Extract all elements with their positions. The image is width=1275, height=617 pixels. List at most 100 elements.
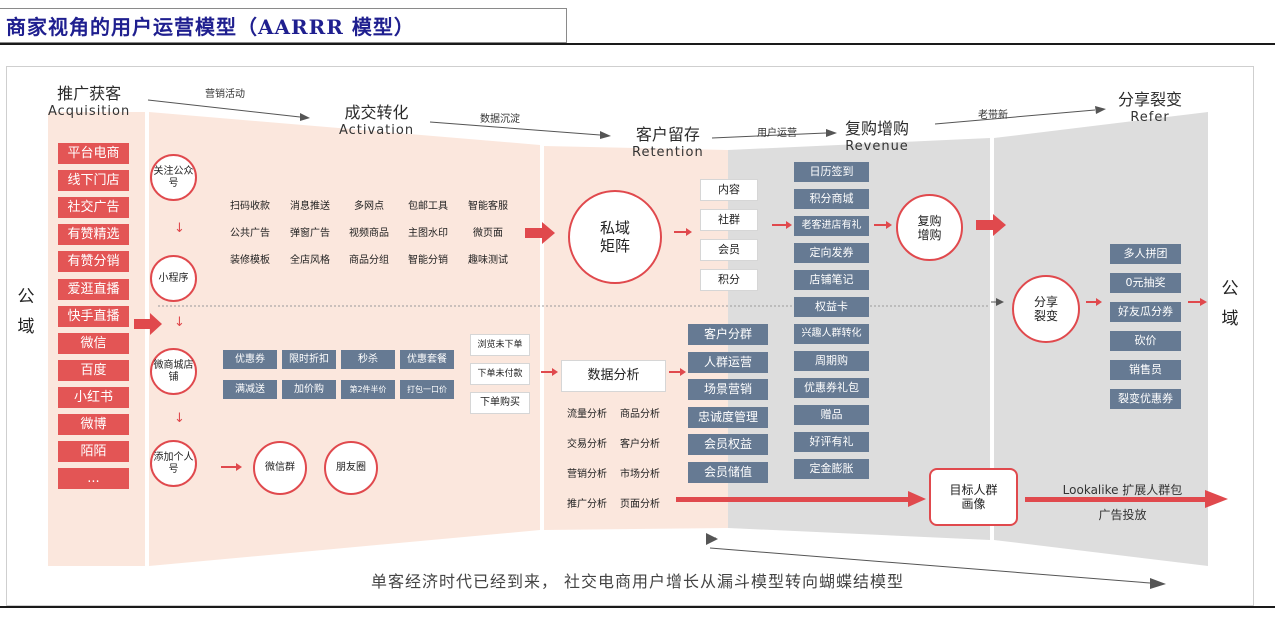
tool-item: 消息推送 (290, 201, 330, 212)
share-fission-circle: 分享裂变 (1012, 275, 1080, 343)
channel-item: 快手直播 (58, 305, 129, 327)
channel-item: 线下门店 (58, 170, 129, 192)
order-state-browse: 浏览未下单 (470, 334, 530, 356)
analysis-item: 商品分析 (620, 409, 660, 420)
channel-item: 社交广告 (58, 197, 129, 219)
stage-acquisition-zh: 推广获客 (57, 84, 122, 103)
stage-activation-en: Activation (339, 123, 415, 138)
order-state-unpaid: 下单未付款 (470, 363, 530, 385)
tool-item: 微页面 (473, 228, 503, 239)
channel-item: 有赞分销 (58, 251, 129, 273)
flow-label-user-ops: 用户运营 (757, 128, 797, 139)
channel-item: 爱逛直播 (58, 278, 129, 300)
stage-retention-en: Retention (632, 145, 704, 160)
stage-retention: 客户留存 Retention (632, 121, 704, 160)
stage-acquisition-en: Acquisition (48, 104, 131, 119)
private-domain-matrix-label: 私域矩阵 (599, 219, 630, 255)
bottom-rule (0, 606, 1275, 608)
side-label-right: 公域 (1221, 279, 1239, 329)
analysis-item: 营销分析 (567, 469, 607, 480)
stage-refer: 分享裂变 Refer (1118, 86, 1182, 125)
channel-item: 微博 (58, 414, 129, 435)
revenue-tool-item: 日历签到 (794, 162, 869, 182)
revenue-tool-item: 店铺笔记 (794, 270, 869, 290)
refer-tool-item: 0元抽奖 (1110, 273, 1181, 293)
ads-label: 广告投放 (1098, 508, 1147, 522)
promo-tool-item: 优惠套餐 (400, 350, 454, 369)
touchpoint-personal-account: 添加个人号 (150, 440, 197, 487)
lookalike-label: Lookalike 扩展人群包 (1062, 483, 1183, 497)
refer-tool-item: 销售员 (1110, 360, 1181, 380)
arrow-down-icon: ↓ (174, 221, 185, 236)
revenue-tool-item: 优惠券礼包 (794, 378, 869, 398)
revenue-tool-item: 周期购 (794, 351, 869, 371)
target-persona-label: 目标人群画像 (949, 483, 998, 511)
matrix-item: 社群 (700, 209, 758, 231)
channel-item: 有赞精选 (58, 224, 129, 246)
private-domain-matrix: 私域矩阵 (568, 190, 662, 284)
stage-acquisition: 推广获客 Acquisition (48, 80, 130, 119)
channel-item: 百度 (58, 359, 129, 381)
promo-tool-item: 加价购 (282, 380, 336, 399)
refer-tool-item: 多人拼团 (1110, 244, 1181, 264)
promo-tool-item: 打包一口价 (400, 380, 454, 399)
analysis-item: 流量分析 (567, 409, 607, 420)
operation-item: 会员权益 (688, 434, 768, 455)
channel-item: ... (58, 468, 129, 490)
page-title: 商家视角的用户运营模型（AARRR 模型） (6, 15, 415, 39)
tool-item: 全店风格 (290, 255, 330, 266)
flow-label-data: 数据沉淀 (480, 114, 520, 125)
tool-item: 商品分组 (349, 255, 389, 266)
tool-item: 多网点 (354, 201, 384, 212)
tool-item: 弹窗广告 (290, 228, 330, 239)
share-fission-label: 分享裂变 (1033, 295, 1058, 323)
stage-activation-zh: 成交转化 (344, 103, 409, 122)
stage-activation: 成交转化 Activation (339, 99, 414, 138)
bottom-caption: 单客经济时代已经到来， 社交电商用户增长从漏斗模型转向蝴蝶结模型 (370, 572, 905, 591)
social-wechat-group: 微信群 (253, 441, 307, 495)
analysis-item: 推广分析 (567, 499, 607, 510)
analysis-item: 客户分析 (620, 439, 660, 450)
revenue-tool-item: 定金膨胀 (794, 459, 869, 479)
promo-tool-item: 秒杀 (341, 350, 395, 369)
promo-tool-item: 限时折扣 (282, 350, 336, 369)
revenue-tool-item: 权益卡 (794, 297, 869, 317)
channel-item: 陌陌 (58, 441, 129, 463)
operation-item: 客户分群 (688, 324, 768, 345)
touchpoint-micro-mall: 微商城店铺 (150, 348, 197, 395)
promo-tool-item: 第2件半价 (341, 380, 395, 399)
flow-label-marketing: 营销活动 (205, 89, 245, 100)
tool-item: 扫码收款 (230, 201, 270, 212)
social-moments: 朋友圈 (324, 441, 378, 495)
top-rule (0, 43, 1275, 45)
revenue-tool-item: 老客进店有礼 (794, 216, 869, 236)
promo-tool-item: 优惠券 (223, 350, 277, 369)
revenue-tool-item: 兴趣人群转化 (794, 324, 869, 344)
channel-item: 微信 (58, 332, 129, 354)
stage-refer-en: Refer (1130, 110, 1170, 125)
analysis-item: 页面分析 (620, 499, 660, 510)
refer-tool-item: 裂变优惠券 (1110, 389, 1181, 409)
title-box (0, 8, 567, 43)
operation-item: 会员储值 (688, 461, 768, 483)
operation-item: 场景营销 (688, 379, 768, 400)
tool-item: 装修模板 (230, 255, 270, 266)
tool-item: 包邮工具 (408, 201, 448, 212)
analysis-item: 市场分析 (620, 469, 660, 480)
operation-item: 忠诚度管理 (688, 406, 768, 428)
data-analysis-title: 数据分析 (561, 360, 666, 392)
tool-item: 公共广告 (230, 228, 270, 239)
touchpoint-mini-program: 小程序 (150, 255, 197, 302)
refer-tool-item: 好友瓜分券 (1110, 302, 1181, 322)
matrix-item: 会员 (700, 239, 758, 261)
touchpoint-official-account: 关注公众号 (150, 154, 197, 201)
tool-item: 智能客服 (468, 201, 508, 212)
channel-item: 小红书 (58, 386, 129, 408)
refer-tool-item: 砍价 (1110, 331, 1181, 351)
promo-tool-item: 满减送 (223, 380, 277, 399)
stage-revenue: 复购增购 Revenue (845, 115, 909, 154)
tool-item: 主图水印 (408, 228, 448, 239)
stage-refer-zh: 分享裂变 (1118, 90, 1183, 109)
stage-retention-zh: 客户留存 (635, 125, 700, 144)
